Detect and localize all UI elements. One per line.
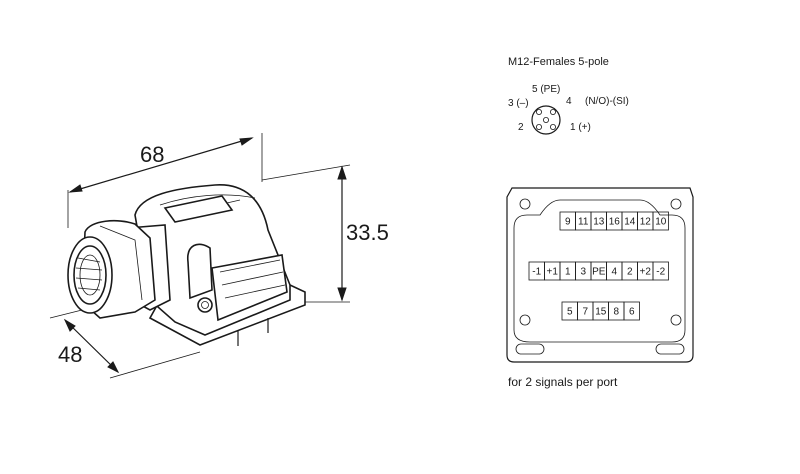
pin-3-label: 3 (–) (508, 98, 529, 109)
terminal-cell (652, 211, 669, 231)
terminal-label: 15 (595, 307, 607, 318)
corner-screws (519, 198, 682, 326)
terminal-label: 5 (567, 307, 573, 318)
connector-title: M12-Females 5-pole (508, 56, 609, 68)
terminal-cell (652, 261, 669, 281)
pin-4-function-label: (N/O)-(SI) (585, 96, 629, 107)
terminal-label: +2 (640, 267, 652, 278)
dimension-width: 68 (67, 133, 263, 228)
terminal-label: +1 (547, 267, 559, 278)
dimension-depth: 48 (49, 307, 201, 379)
terminal-cell (623, 301, 640, 321)
pin-4-label: 4 (566, 96, 572, 107)
housing-body (134, 184, 306, 346)
terminal-label: 1 (565, 267, 571, 278)
terminal-label: 13 (593, 217, 605, 228)
mounting-slot-left (515, 343, 545, 355)
housing-isometric-view: 68 33.5 48 (49, 133, 389, 379)
terminal-housing-outline (506, 187, 694, 363)
dimension-depth-label: 48 (58, 342, 82, 367)
pin-1-label: 1 (+) (570, 122, 591, 133)
terminal-label: 6 (629, 307, 635, 318)
terminal-label: 14 (624, 217, 636, 228)
terminal-label: 9 (565, 217, 571, 228)
m12-pinout: M12-Females 5-pole 5 (PE) 3 (–) 4 (N/O)-… (508, 56, 629, 135)
terminal-label: -2 (656, 267, 665, 278)
terminal-label: 12 (640, 217, 652, 228)
dimension-height-label: 33.5 (346, 220, 389, 245)
terminal-label: 4 (611, 267, 617, 278)
mounting-slot-right (655, 343, 685, 355)
terminal-label: 7 (582, 307, 588, 318)
terminal-label: 11 (578, 217, 589, 228)
pin-2-label: 2 (518, 122, 524, 133)
terminal-label: -1 (532, 267, 541, 278)
terminal-label: PE (592, 267, 606, 278)
terminal-label: 3 (580, 267, 586, 278)
terminal-label: 16 (609, 217, 621, 228)
terminal-label: 2 (627, 267, 633, 278)
terminal-caption: for 2 signals per port (508, 375, 618, 389)
m12-socket-face (531, 105, 561, 135)
terminal-label: 8 (613, 307, 619, 318)
pin-5-label: 5 (PE) (532, 84, 560, 95)
dimension-height: 33.5 (261, 164, 389, 303)
terminal-label: 10 (655, 217, 667, 228)
dimension-width-label: 68 (140, 142, 164, 167)
cable-gland (67, 219, 171, 319)
